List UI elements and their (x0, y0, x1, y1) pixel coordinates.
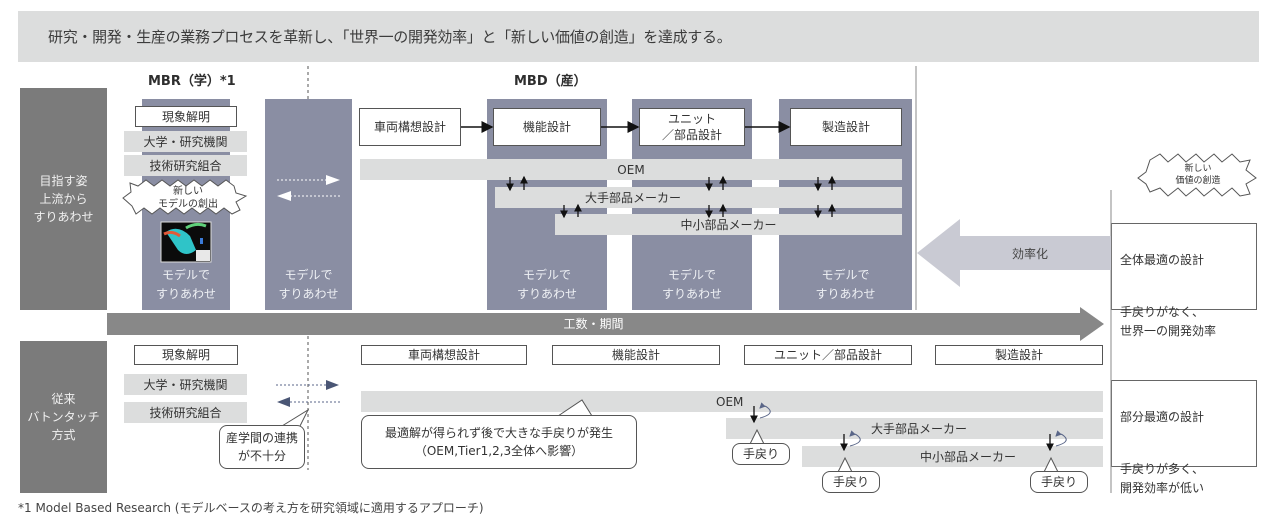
mbr-step-phenomenon: 現象解明 (135, 106, 237, 127)
callout-pointer (749, 428, 765, 445)
conv-mbr-step-consortium: 技術研究組合 (124, 402, 247, 423)
conv-design-step-manufacturing: 製造設計 (935, 345, 1103, 365)
model-caption: モデルで すりあわせ (815, 268, 876, 301)
efficiency-arrow-icon (917, 219, 1111, 287)
conventional-result-desc: 手戻りが多く、 開発効率が低い (1120, 462, 1205, 495)
timeline-arrowhead-icon (1080, 307, 1104, 341)
conv-mbr-step-university: 大学・研究機関 (124, 374, 247, 395)
rework-arrows-icon (750, 402, 1067, 452)
rework-callout: 手戻り (1030, 471, 1088, 493)
conv-design-step-vehicle-concept: 車両構想設計 (361, 345, 527, 365)
callout-pointer (557, 399, 593, 417)
conv-design-step-unit-parts: ユニット／部品設計 (744, 345, 912, 365)
tier-major-supplier: 大手部品メーカー (495, 187, 902, 208)
design-step-manufacturing: 製造設計 (790, 108, 902, 146)
model-caption: モデルで すりあわせ (155, 268, 216, 301)
conv-mbr-step-phenomenon: 現象解明 (134, 345, 238, 365)
page-title: 研究・開発・生産の業務プロセスを革新し、「世界一の開発効率」と「新しい価値の創造… (48, 28, 732, 46)
design-step-vehicle-concept: 車両構想設計 (359, 108, 461, 146)
conventional-result-title: 部分最適の設計 (1120, 410, 1205, 424)
rework-callout: 手戻り (732, 443, 790, 465)
conventional-result-box: 部分最適の設計 手戻りが多く、 開発効率が低い (1111, 380, 1257, 495)
model-caption: モデルで すりあわせ (661, 268, 722, 301)
mbr-step-consortium: 技術研究組合 (124, 155, 247, 176)
exchange-arrows-icon (506, 175, 836, 219)
callout-pointer (837, 456, 853, 473)
callout-cooperation: 産学間の連携 が不十分 (219, 425, 305, 469)
target-row-label: 目指す姿 上流から すりあわせ (20, 88, 107, 310)
footnote: *1 Model Based Research (モデルベースの考え方を研究領域… (18, 501, 484, 515)
target-result-box: 全体最適の設計 手戻りがなく、 世界一の開発効率 (1111, 223, 1257, 338)
bridge-arrows-icon (277, 175, 340, 201)
conv-tier-small-supplier: 中小部品メーカー (802, 446, 1103, 467)
model-caption: モデルで すりあわせ (516, 268, 577, 301)
tier-small-supplier: 中小部品メーカー (555, 214, 902, 235)
bridge-column (265, 99, 352, 310)
target-result-desc: 手戻りがなく、 世界一の開発効率 (1120, 305, 1217, 338)
target-result-title: 全体最適の設計 (1120, 253, 1205, 267)
timeline-arrow-bar (107, 313, 1080, 335)
mbd-title: MBD（産） (514, 74, 587, 89)
callout-pointer (281, 408, 310, 427)
callout-pointer (1043, 456, 1059, 473)
new-value-burst-icon (1137, 153, 1257, 197)
design-step-function: 機能設計 (493, 108, 601, 146)
header-band (18, 11, 1259, 62)
conv-bridge-arrows-icon (276, 380, 340, 407)
conventional-row-label: 従来 バトンタッチ 方式 (20, 341, 107, 493)
new-model-burst-icon (122, 179, 248, 215)
conv-tier-major-supplier: 大手部品メーカー (726, 418, 1103, 439)
model-caption: モデルで すりあわせ (278, 268, 339, 301)
timeline-label: 工数・期間 (563, 317, 624, 331)
design-step-unit-parts: ユニット ／部品設計 (639, 108, 745, 146)
conv-design-step-function: 機能設計 (552, 345, 720, 365)
simulation-image (160, 221, 212, 263)
mbr-step-university: 大学・研究機関 (124, 131, 247, 152)
conv-tier-oem: OEM (361, 391, 1103, 412)
mbr-title: MBR（学）*1 (148, 74, 236, 89)
tier-oem: OEM (360, 159, 902, 180)
efficiency-label: 効率化 (1011, 247, 1048, 261)
new-value-burst-text: 新しい 価値の創造 (1175, 164, 1221, 186)
callout-rework: 最適解が得られず後で大きな手戻りが発生 （OEM,Tier1,2,3全体へ影響） (361, 415, 637, 469)
new-model-burst-text: 新しい モデルの創出 (158, 186, 218, 210)
rework-callout: 手戻り (822, 471, 880, 493)
